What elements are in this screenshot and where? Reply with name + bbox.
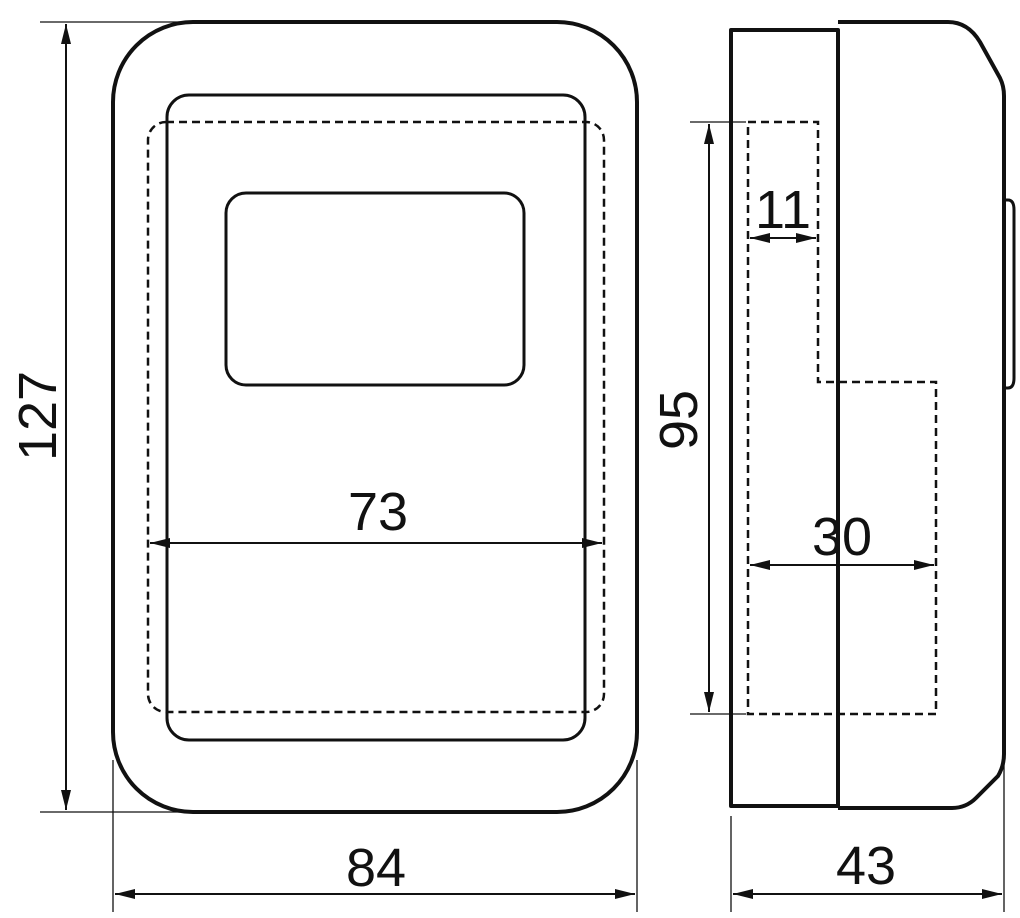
label-overall-height: 127 <box>8 371 68 461</box>
dimension-overall-width: 84 <box>112 760 638 912</box>
label-overall-depth: 43 <box>836 836 896 896</box>
label-inner-depth-top: 11 <box>755 180 811 240</box>
label-overall-width: 84 <box>346 838 406 898</box>
side-knob <box>1004 198 1016 390</box>
dimension-inner-depth-bottom: 30 <box>750 507 934 570</box>
dimension-inner-width: 73 <box>150 482 602 548</box>
label-inner-height: 95 <box>649 390 709 450</box>
front-inner-compartment <box>146 120 606 714</box>
front-window <box>224 191 526 387</box>
front-view <box>111 20 639 814</box>
dimension-inner-depth-top: 11 <box>750 180 816 243</box>
front-door-panel <box>165 93 587 742</box>
label-inner-width: 73 <box>348 482 408 542</box>
dimension-overall-height: 127 <box>8 21 180 813</box>
side-front-body <box>838 20 1006 810</box>
side-inner-compartment <box>746 120 938 716</box>
dimension-overall-depth: 43 <box>730 760 1005 912</box>
front-outer-body <box>111 20 639 814</box>
side-view <box>729 20 1016 810</box>
label-inner-depth-bottom: 30 <box>812 507 872 567</box>
dimension-inner-height: 95 <box>649 121 746 715</box>
